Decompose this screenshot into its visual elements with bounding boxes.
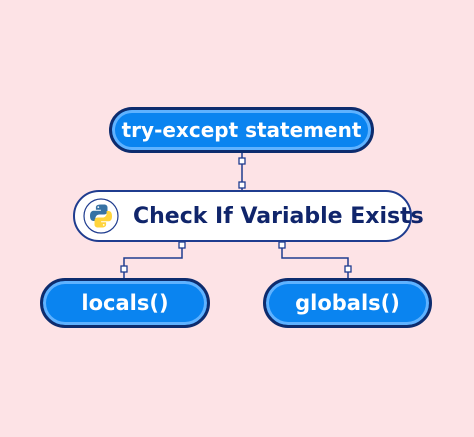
connector-center-left <box>123 242 183 278</box>
node-try-except: try-except statement <box>109 107 374 153</box>
connector-port-top-lower <box>238 181 246 189</box>
node-globals: globals() <box>263 278 432 328</box>
connector-port-center-right <box>278 241 286 249</box>
node-globals-label: globals() <box>295 291 400 315</box>
connector-port-center-left <box>178 241 186 249</box>
node-locals-label: locals() <box>81 291 169 315</box>
node-check-variable: Check If Variable Exists <box>73 190 424 242</box>
connector-port-left <box>120 265 128 273</box>
python-logo-icon <box>83 198 119 234</box>
connector-port-right <box>344 265 352 273</box>
connector-center-right <box>281 242 349 278</box>
node-try-except-label: try-except statement <box>121 118 362 142</box>
connector-port-top-upper <box>238 157 246 165</box>
node-check-variable-label: Check If Variable Exists <box>133 203 424 229</box>
node-locals: locals() <box>40 278 210 328</box>
